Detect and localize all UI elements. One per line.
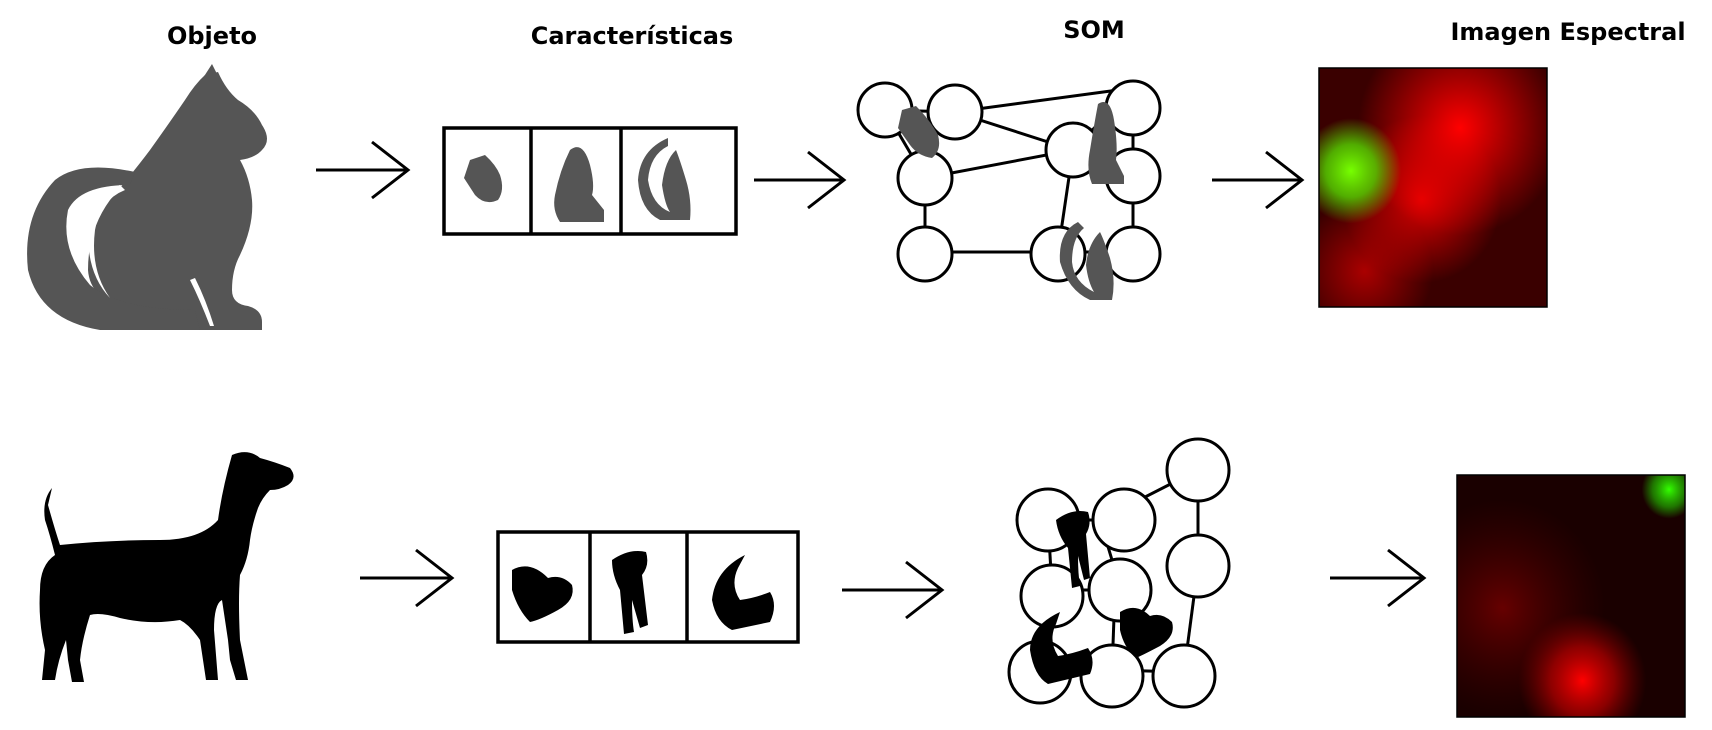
cat-spectral-image [1318, 67, 1548, 308]
arrow-icon [316, 140, 411, 200]
dog-silhouette [39, 452, 294, 682]
cat-som-feature-tail [1059, 222, 1114, 300]
dog-som-feature-legs [1056, 511, 1090, 588]
header-som: SOM [1063, 16, 1125, 44]
arrow-icon [842, 560, 945, 620]
cat-som-feature-head [898, 106, 940, 158]
dog-som-feature-head [1120, 607, 1173, 658]
cat-silhouette [27, 64, 267, 330]
dog-spectral-image [1456, 474, 1686, 718]
cat-som-network [856, 79, 1162, 283]
dog-som-feature-tail [1030, 612, 1093, 684]
header-imagen-espectral: Imagen Espectral [1450, 18, 1686, 46]
header-objeto: Objeto [166, 22, 258, 50]
arrow-icon [754, 150, 847, 210]
arrow-icon [1212, 150, 1305, 210]
cat-feature-legs [554, 147, 604, 222]
dog-feature-head [512, 566, 573, 622]
dog-feature-legs [612, 551, 648, 634]
cat-feature-head [464, 155, 503, 203]
arrow-icon [1330, 548, 1427, 608]
dog-feature-tail [712, 555, 774, 630]
cat-features-box [442, 126, 738, 236]
cat-feature-tail [638, 138, 691, 220]
header-caracteristicas: Características [530, 22, 734, 50]
dog-features-box [496, 530, 800, 644]
arrow-icon [360, 548, 455, 608]
cat-som-feature-legs [1088, 102, 1124, 184]
